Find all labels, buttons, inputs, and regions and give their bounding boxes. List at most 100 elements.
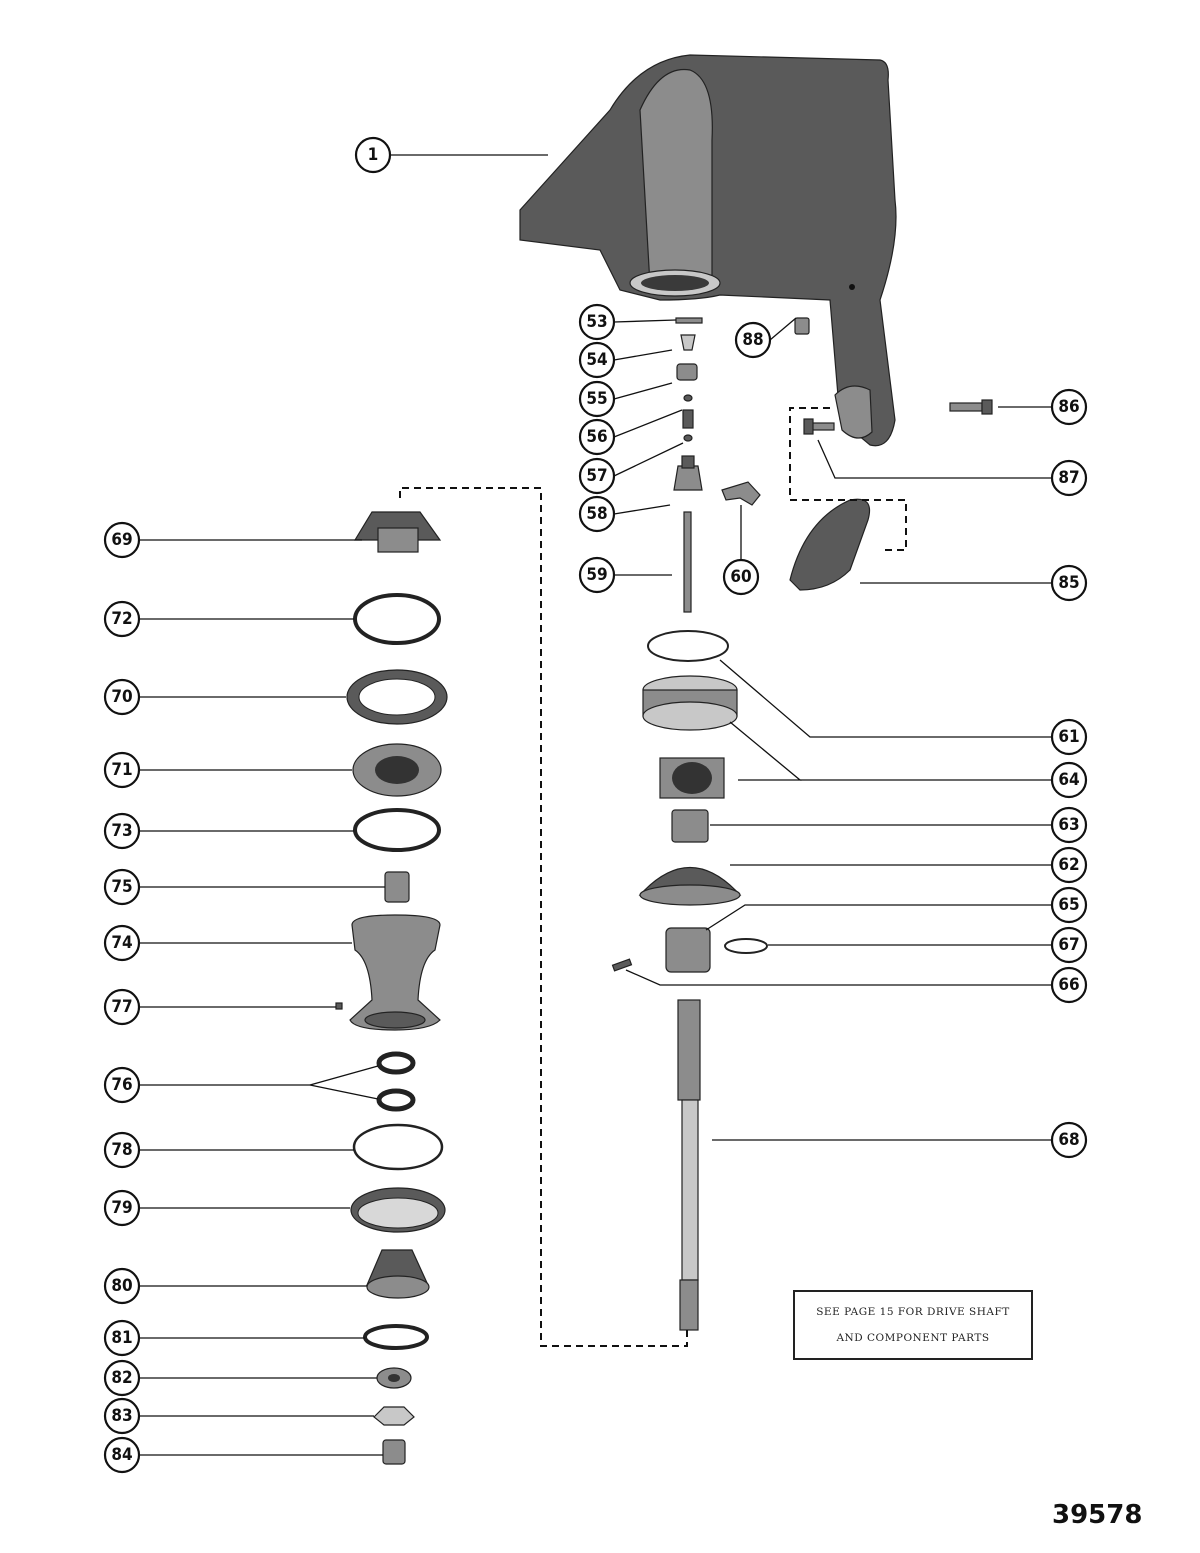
cup-part-54 xyxy=(680,334,696,351)
callout-61: 61 xyxy=(1050,718,1088,756)
callout-74: 74 xyxy=(103,924,141,962)
svg-text:83: 83 xyxy=(111,1406,132,1426)
svg-text:66: 66 xyxy=(1058,975,1079,995)
ring-part-72 xyxy=(353,593,441,645)
ring-part-61 xyxy=(647,630,729,662)
svg-text:63: 63 xyxy=(1058,815,1079,835)
callout-60: 60 xyxy=(722,558,760,596)
forward-gear-part-69 xyxy=(353,511,442,553)
callout-79: 79 xyxy=(103,1189,141,1227)
dashed-grouping-lines xyxy=(399,407,907,1347)
ring-part-73 xyxy=(353,808,441,852)
reference-note-line-2: AND COMPONENT PARTS xyxy=(836,1332,990,1344)
svg-text:69: 69 xyxy=(111,530,132,550)
callout-63: 63 xyxy=(1050,806,1088,844)
svg-text:67: 67 xyxy=(1058,935,1079,955)
shift-bushing-part-58 xyxy=(673,455,703,491)
tab-washer-part-83 xyxy=(373,1406,415,1426)
seal-part-70 xyxy=(346,669,448,725)
callout-57: 57 xyxy=(578,457,616,495)
callout-82: 82 xyxy=(103,1359,141,1397)
ring-part-81 xyxy=(363,1324,429,1350)
ring-part-76-top xyxy=(376,1051,416,1075)
bearing-part-71 xyxy=(352,743,442,797)
gear-housing-part xyxy=(519,54,897,447)
trim-tab-part-85 xyxy=(789,498,871,591)
gear-part-80 xyxy=(366,1249,430,1299)
callout-56: 56 xyxy=(578,418,616,456)
callout-68: 68 xyxy=(1050,1121,1088,1159)
callout-88: 88 xyxy=(734,321,772,359)
reference-note-line-1: SEE PAGE 15 FOR DRIVE SHAFT xyxy=(816,1306,1010,1318)
callout-67: 67 xyxy=(1050,926,1088,964)
clutch-part-65 xyxy=(665,927,711,973)
svg-text:70: 70 xyxy=(111,687,132,707)
pin-part-66 xyxy=(611,958,633,972)
ring-part-78 xyxy=(352,1123,444,1171)
bearing-carrier-part-74 xyxy=(349,914,441,1031)
svg-text:61: 61 xyxy=(1058,727,1079,747)
svg-text:60: 60 xyxy=(730,567,751,587)
svg-text:76: 76 xyxy=(111,1075,132,1095)
callout-85: 85 xyxy=(1050,564,1088,602)
bearing-part-63 xyxy=(671,809,709,843)
callout-71: 71 xyxy=(103,751,141,789)
svg-text:73: 73 xyxy=(111,821,132,841)
svg-text:57: 57 xyxy=(586,466,607,486)
figure-number: 39578 xyxy=(1052,1500,1143,1530)
reference-note-box: SEE PAGE 15 FOR DRIVE SHAFT AND COMPONEN… xyxy=(793,1290,1033,1360)
callout-84: 84 xyxy=(103,1436,141,1474)
callout-64: 64 xyxy=(1050,761,1088,799)
svg-text:85: 85 xyxy=(1058,573,1079,593)
svg-text:86: 86 xyxy=(1058,397,1079,417)
callout-58: 58 xyxy=(578,495,616,533)
svg-text:77: 77 xyxy=(111,997,132,1017)
callout-76: 76 xyxy=(103,1066,141,1104)
callout-81: 81 xyxy=(103,1319,141,1357)
svg-text:81: 81 xyxy=(111,1328,132,1348)
bearing-cone-part-64 xyxy=(659,757,725,799)
svg-text:58: 58 xyxy=(586,504,607,524)
callout-73: 73 xyxy=(103,812,141,850)
svg-text:87: 87 xyxy=(1058,468,1079,488)
svg-text:82: 82 xyxy=(111,1368,132,1388)
bearing-part-79 xyxy=(350,1187,446,1233)
callout-59: 59 xyxy=(578,556,616,594)
callout-70: 70 xyxy=(103,678,141,716)
shift-crank-part-60 xyxy=(721,481,761,506)
pin-part-53 xyxy=(675,317,703,324)
part-77 xyxy=(335,1002,343,1010)
washer-part-82 xyxy=(376,1367,412,1389)
callout-66: 66 xyxy=(1050,966,1088,1004)
svg-text:72: 72 xyxy=(111,609,132,629)
svg-text:54: 54 xyxy=(586,350,607,370)
callout-78: 78 xyxy=(103,1131,141,1169)
propeller-shaft-part-68 xyxy=(677,999,701,1331)
svg-text:55: 55 xyxy=(586,389,607,409)
leader-lines xyxy=(140,154,1052,1456)
part-88 xyxy=(794,317,810,335)
shift-shaft-part-59 xyxy=(683,511,692,613)
svg-text:75: 75 xyxy=(111,877,132,897)
svg-text:71: 71 xyxy=(111,760,132,780)
spring-part-56 xyxy=(682,409,694,429)
bearing-cup-part-64 xyxy=(642,675,738,731)
callout-72: 72 xyxy=(103,600,141,638)
svg-text:80: 80 xyxy=(111,1276,132,1296)
svg-text:1: 1 xyxy=(368,145,379,165)
svg-text:53: 53 xyxy=(586,312,607,332)
callout-65: 65 xyxy=(1050,886,1088,924)
svg-text:59: 59 xyxy=(586,565,607,585)
svg-text:74: 74 xyxy=(111,933,132,953)
callout-54: 54 xyxy=(578,341,616,379)
screw-part-87 xyxy=(803,418,835,435)
washer-part-57 xyxy=(683,434,693,442)
svg-text:65: 65 xyxy=(1058,895,1079,915)
callout-87: 87 xyxy=(1050,459,1088,497)
svg-text:68: 68 xyxy=(1058,1130,1079,1150)
callout-55: 55 xyxy=(578,380,616,418)
callout-86: 86 xyxy=(1050,388,1088,426)
washer-part-56-top xyxy=(683,394,693,402)
screw-part-86 xyxy=(949,399,993,415)
